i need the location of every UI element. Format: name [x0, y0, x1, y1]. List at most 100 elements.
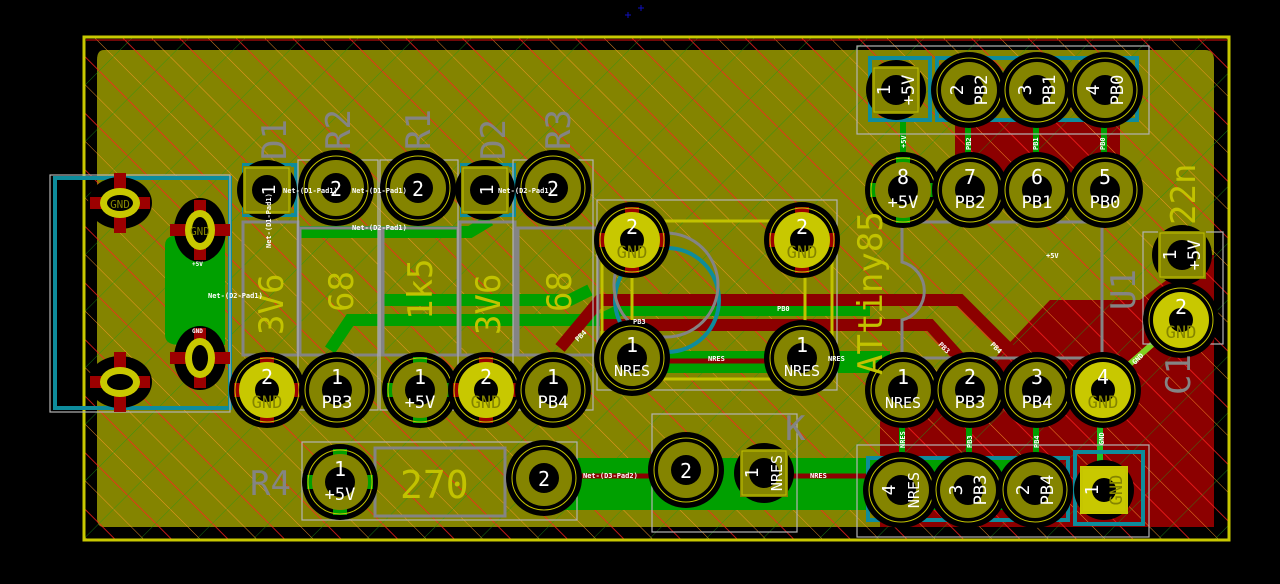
pad-d2-1[interactable]: 1 — [455, 160, 515, 220]
pad-r1-2[interactable]: 2 — [380, 150, 456, 226]
drill-hole — [1090, 75, 1120, 105]
net-label-pb1: PB1 — [1032, 137, 1040, 150]
pad-net-name: GND — [787, 243, 818, 263]
pad-text: 1+5V — [325, 457, 356, 505]
net-label-pb4-3: PB4 — [1033, 435, 1041, 448]
net-label-nres-3: NRES — [810, 472, 827, 480]
net-label-pb0: PB0 — [1099, 137, 1107, 150]
pad-number: 1 — [742, 468, 763, 479]
pad-r4-1[interactable]: 1+5V — [302, 444, 378, 520]
drill-hole — [538, 173, 568, 203]
pad-net-name: PB4 — [538, 393, 569, 413]
pad-d3-2[interactable]: 2 — [648, 432, 724, 508]
usb-pin-label-5: GND — [192, 328, 203, 335]
pad-outline — [307, 449, 373, 515]
pad-d3-1[interactable]: 1 NRES — [734, 443, 794, 503]
pad-outline — [653, 437, 719, 503]
pad-j_bottom-1[interactable]: 1 GND — [1074, 460, 1134, 520]
drill-hole — [954, 75, 984, 105]
pad-number: 1 — [259, 185, 280, 196]
net-label-nres-2: NRES — [828, 355, 845, 363]
pad-usb-4[interactable] — [88, 352, 152, 412]
value-r4: 270 — [400, 463, 469, 507]
ref-d3-k: K — [785, 409, 806, 449]
pad-net-name: NRES — [768, 455, 786, 491]
drill-hole — [321, 173, 351, 203]
pad-number: 1 — [334, 457, 346, 481]
pad-net-name: GND — [1107, 475, 1127, 506]
pad-number: 1 — [1160, 250, 1181, 261]
pad-net-name: NRES — [885, 394, 921, 412]
net-label-nres-4: NRES — [899, 431, 907, 448]
drill-hole — [955, 175, 985, 205]
trace-pb4-back — [380, 284, 593, 306]
drill-hole — [470, 175, 500, 205]
ref-r4: R4 — [250, 464, 291, 504]
pad-net-name: NRES — [614, 362, 650, 380]
trace-d2-net — [300, 214, 494, 238]
pad-net-name: GND — [1088, 393, 1119, 413]
pad-r3-2[interactable]: 2 — [515, 150, 591, 226]
pad-number: 1 — [1082, 485, 1103, 496]
pad-number: 3 — [1031, 365, 1043, 389]
pad-usb-2[interactable]: GND — [170, 198, 230, 262]
pad-j_top-1[interactable]: 1+5V — [866, 60, 926, 120]
net-label-pb0-trace: PB0 — [777, 305, 790, 313]
pad-number: 4 — [879, 485, 900, 496]
pad-text: 2 — [330, 177, 342, 201]
pad-usb-3[interactable] — [170, 326, 230, 390]
drill-hole — [192, 345, 208, 371]
pad-r1-1[interactable]: 1+5V — [382, 352, 458, 428]
pad-r4-2[interactable]: 2 — [506, 440, 582, 516]
silk-text: D1 R2 R1 D2 R3 R4 U1 C1 K 3V6 68 1k5 3V6… — [250, 109, 1204, 507]
pad-r2-2[interactable]: 2 — [298, 150, 374, 226]
pad-outline — [1081, 467, 1127, 513]
pad-number: 2 — [538, 467, 550, 491]
pad-outline — [1148, 287, 1214, 353]
pad-u1-8[interactable]: 8+5V — [865, 152, 941, 228]
drill-hole — [787, 343, 817, 373]
pad-number: 4 — [1083, 85, 1104, 96]
pad-d1-1[interactable]: 1 — [237, 160, 297, 220]
pad-net-name: PB2 — [955, 193, 986, 213]
drill-hole — [888, 375, 918, 405]
pad-outline — [873, 67, 919, 113]
pad-outline — [304, 357, 370, 423]
drill-hole — [790, 228, 814, 252]
pad-c1-1[interactable]: 1+5V — [1152, 225, 1212, 285]
pad-usb-1[interactable]: GND — [88, 173, 152, 233]
pad-number: 1 — [331, 365, 343, 389]
ref-r1: R1 — [399, 109, 439, 150]
pad-outline — [1072, 157, 1138, 223]
